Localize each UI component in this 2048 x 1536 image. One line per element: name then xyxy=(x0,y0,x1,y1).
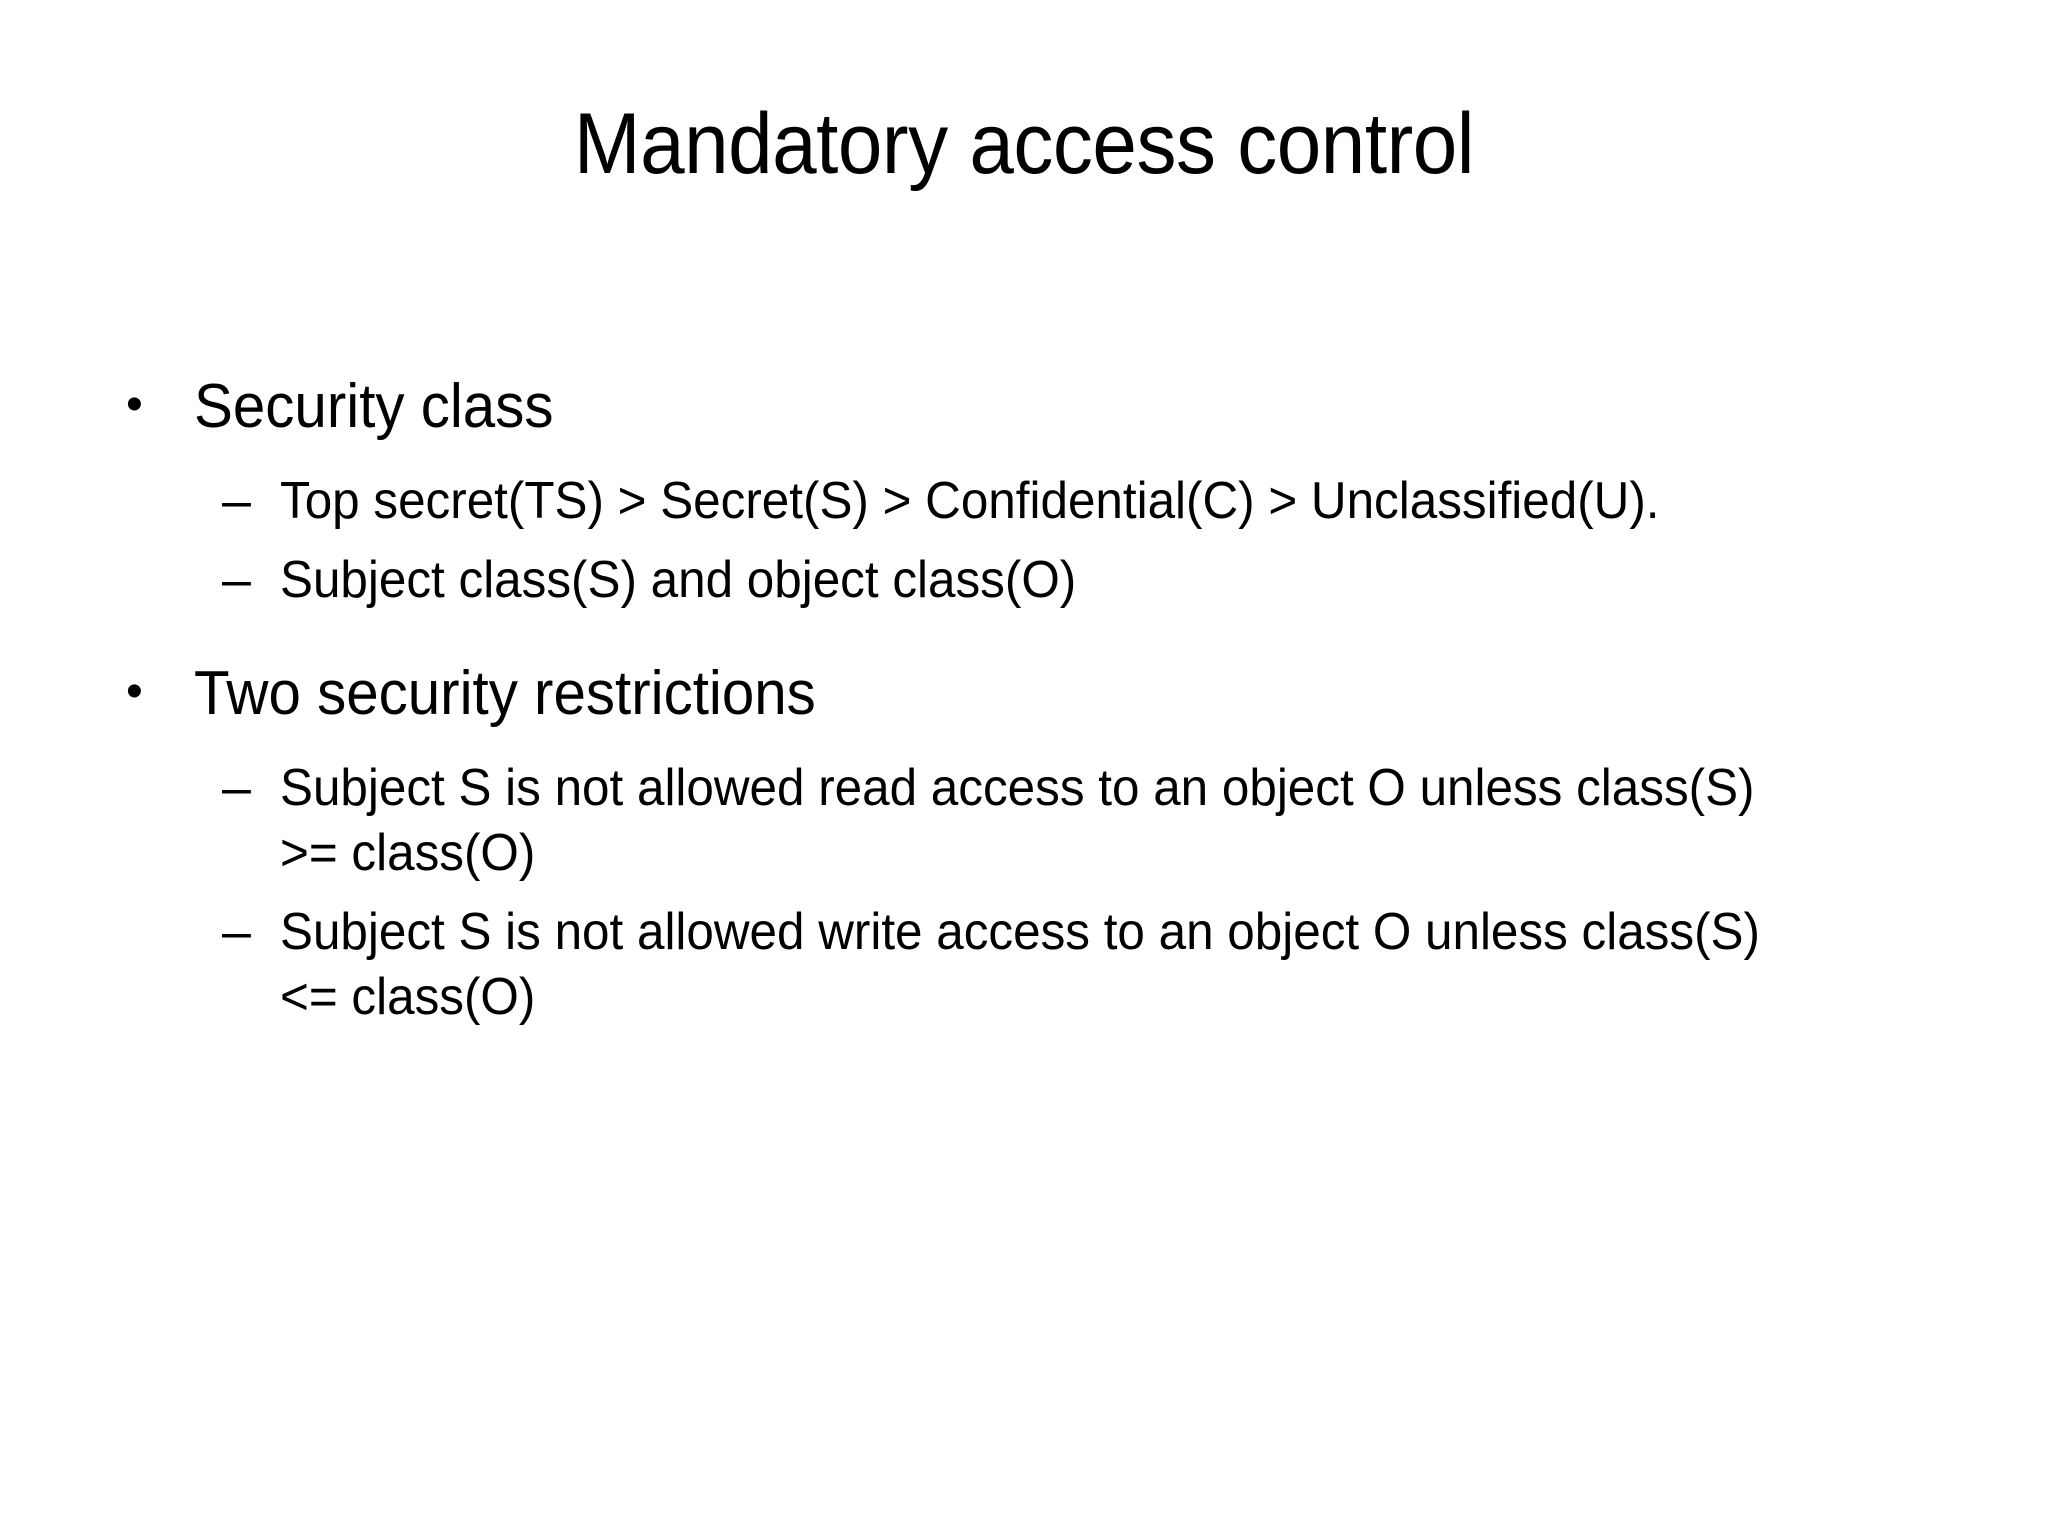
outline-item-label: Subject class(S) and object class(O) xyxy=(280,551,1077,610)
bullet-dash-icon: – xyxy=(222,472,251,531)
outline-item-level2-subject-object-class: – Subject class(S) and object class(O) xyxy=(110,548,1970,613)
page-title: Mandatory access control xyxy=(573,96,1475,192)
outline-item-label: Subject S is not allowed read access to … xyxy=(280,759,1755,883)
spacer xyxy=(110,627,1970,657)
slide-body-outline: • Security class – Top secret(TS) > Secr… xyxy=(110,370,1970,1044)
outline-item-level2-security-levels: – Top secret(TS) > Secret(S) > Confident… xyxy=(110,469,1970,534)
bullet-disc-icon: • xyxy=(126,665,143,719)
outline-item-label: Subject S is not allowed write access to… xyxy=(280,903,1760,1027)
outline-item-level2-write-restriction: – Subject S is not allowed write access … xyxy=(110,900,1970,1030)
outline-item-label: Security class xyxy=(194,372,554,441)
outline-item-level1-security-class: • Security class xyxy=(110,370,1970,443)
outline-item-label: Two security restrictions xyxy=(194,659,816,729)
bullet-disc-icon: • xyxy=(126,378,143,431)
outline-item-level1-two-security-restrictions: • Two security restrictions xyxy=(110,657,1970,730)
bullet-dash-icon: – xyxy=(222,903,251,962)
outline-item-level2-read-restriction: – Subject S is not allowed read access t… xyxy=(110,756,1970,886)
bullet-dash-icon: – xyxy=(222,551,251,610)
outline-item-label: Top secret(TS) > Secret(S) > Confidentia… xyxy=(280,472,1660,531)
spacer xyxy=(110,453,1970,469)
spacer xyxy=(110,740,1970,756)
bullet-dash-icon: – xyxy=(222,759,251,818)
